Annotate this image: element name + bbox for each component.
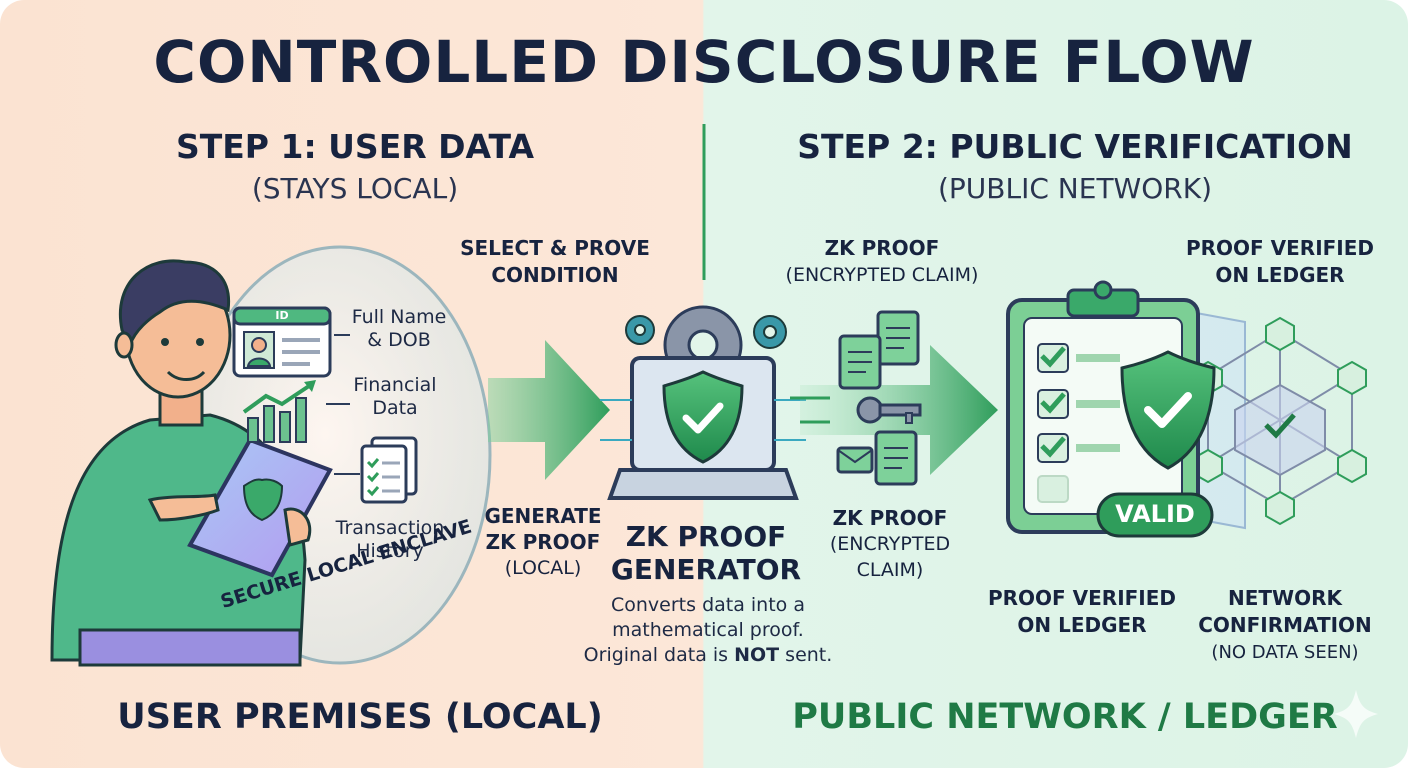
footer-local: USER PREMISES (LOCAL) (117, 697, 603, 737)
transaction-document-icon (360, 436, 418, 504)
flow-arrow-local (488, 340, 610, 480)
sparkle-icon (1334, 690, 1378, 738)
envelope-icon (836, 446, 874, 474)
footer-public: PUBLIC NETWORK / LEDGER (792, 697, 1338, 737)
step1-title: STEP 1: USER DATA (175, 127, 534, 166)
key-icon (856, 396, 922, 424)
main-title: CONTROLLED DISCLOSURE FLOW (153, 28, 1255, 96)
step1-subtitle: (STAYS LOCAL) (251, 172, 459, 205)
financial-chart-icon (242, 380, 316, 443)
proof-document-icon (874, 430, 918, 486)
step2-title: STEP 2: PUBLIC VERIFICATION (797, 127, 1353, 166)
valid-badge-pill (1096, 492, 1214, 538)
step2-subtitle: (PUBLIC NETWORK) (937, 172, 1213, 205)
valid-badge: VALID (1115, 500, 1195, 528)
id-badge-text: ID (275, 309, 289, 322)
proof-document-icon (838, 334, 882, 390)
checklist-icon (1037, 343, 1120, 503)
shield-check-icon (1120, 350, 1216, 470)
id-card-icon (232, 306, 332, 378)
generator-description: Converts data into a mathematical proof.… (583, 594, 833, 666)
shield-check-icon (662, 370, 744, 464)
zk-proof-top-label: ZK PROOF (ENCRYPTED CLAIM) (785, 236, 979, 286)
enclave-item-name: Full Name& DOB (351, 306, 447, 351)
network-check-icon (1264, 413, 1296, 439)
proof-document-icon (876, 310, 920, 366)
generate-proof-label: GENERATE ZK PROOF (LOCAL) (484, 504, 602, 579)
tablet-device (187, 437, 333, 578)
user-person-illustration (50, 259, 333, 667)
zk-proof-bottom-label: ZK PROOF (ENCRYPTED CLAIM) (829, 506, 951, 581)
network-confirmation-label: NETWORK CONFIRMATION (NO DATA SEEN) (1198, 586, 1372, 663)
